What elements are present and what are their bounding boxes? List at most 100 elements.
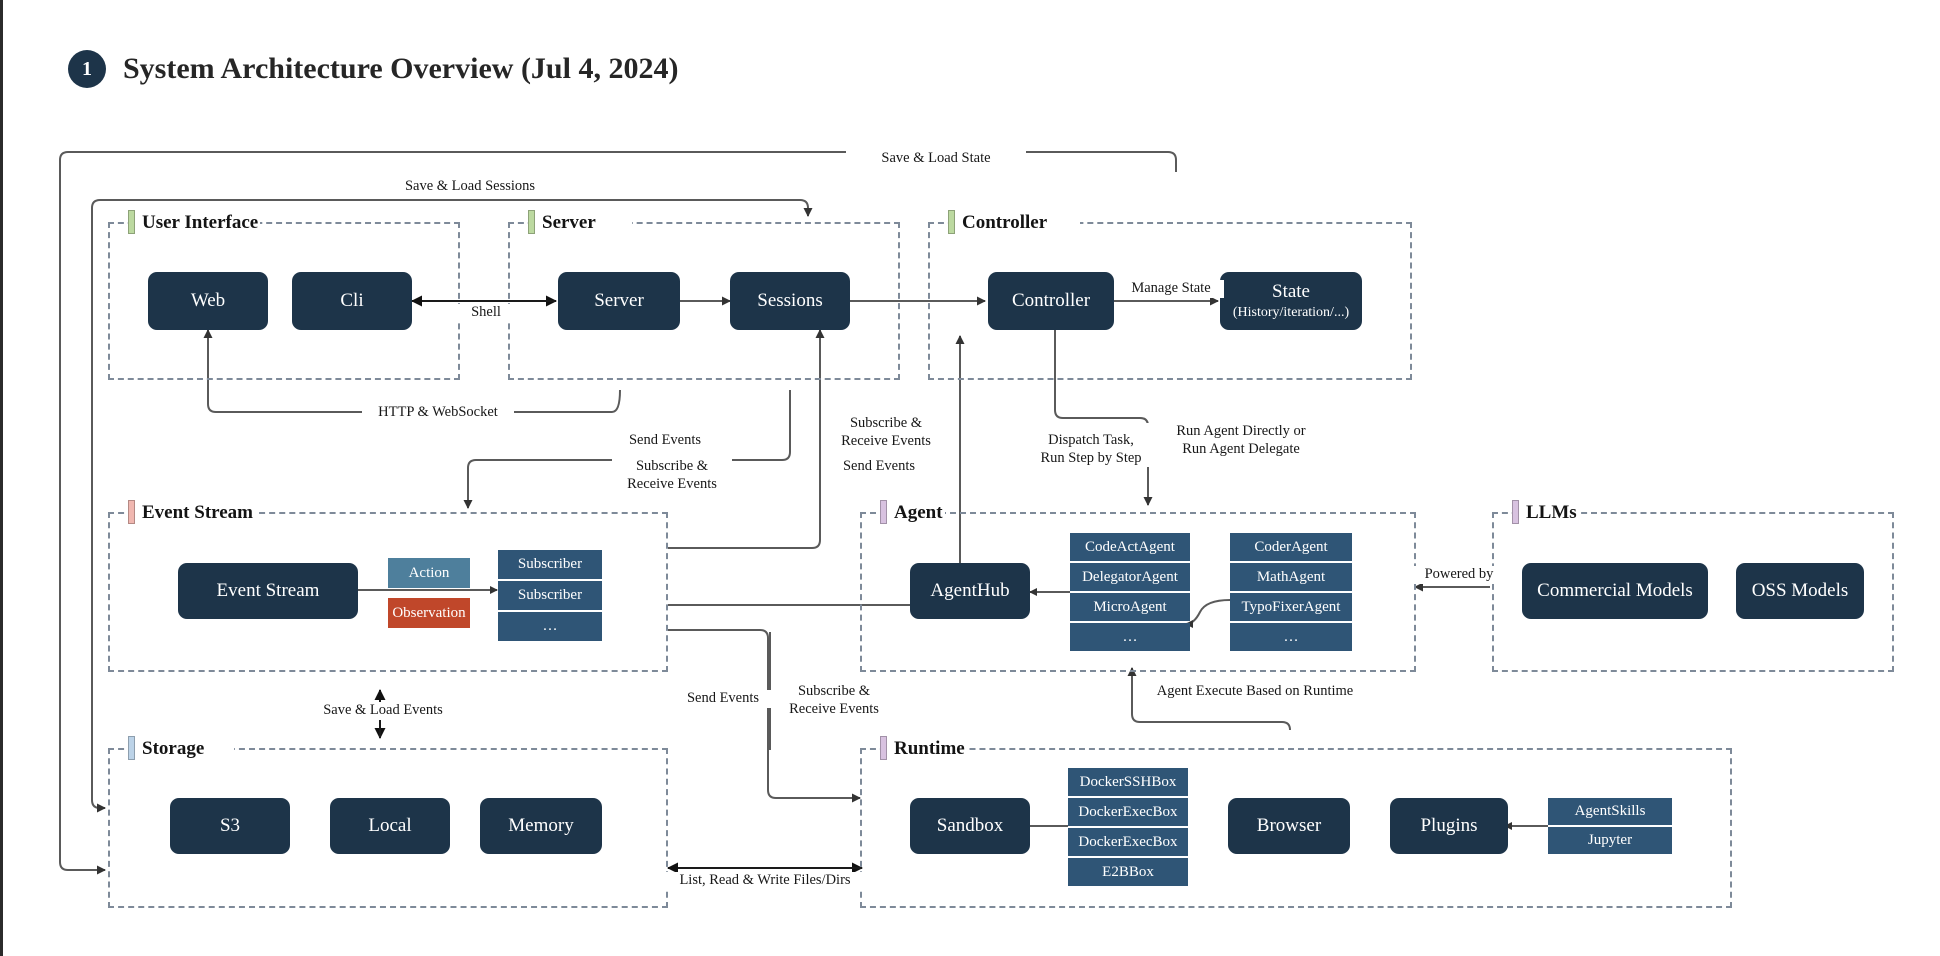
stack-item[interactable]: …: [498, 612, 602, 641]
edge-label-http-websocket: HTTP & WebSocket: [362, 404, 514, 422]
edge-label-subscribe-receive-3: Subscribe & Receive Events: [774, 683, 894, 719]
chip-label: Action: [408, 564, 450, 581]
group-event-stream: Event Stream: [108, 498, 668, 672]
group-label-controller: Controller: [948, 208, 1080, 236]
stack-item[interactable]: AgentSkills: [1548, 798, 1672, 825]
group-marker-icon: [128, 500, 135, 524]
group-marker-icon: [880, 736, 887, 760]
group-label-storage: Storage: [128, 734, 234, 762]
node-label: Local: [368, 815, 412, 837]
stack-plugin-items: AgentSkills Jupyter: [1548, 798, 1672, 854]
group-label-user-interface: User Interface: [128, 208, 261, 236]
group-marker-icon: [128, 736, 135, 760]
group-marker-icon: [948, 210, 955, 234]
edge-label-subscribe-receive-1: Subscribe & Receive Events: [612, 458, 732, 494]
edge-label-list-read-write: List, Read & Write Files/Dirs: [660, 872, 870, 890]
node-label: Commercial Models: [1537, 580, 1693, 602]
node-browser[interactable]: Browser: [1228, 798, 1350, 854]
group-marker-icon: [128, 210, 135, 234]
node-memory[interactable]: Memory: [480, 798, 602, 854]
group-title: User Interface: [142, 211, 259, 233]
group-label-runtime: Runtime: [880, 734, 967, 762]
stack-item[interactable]: CodeActAgent: [1070, 533, 1190, 561]
node-oss-models[interactable]: OSS Models: [1736, 563, 1864, 619]
stack-item[interactable]: MathAgent: [1230, 563, 1352, 591]
stack-item[interactable]: TypoFixerAgent: [1230, 593, 1352, 621]
stack-sandboxes: DockerSSHBox DockerExecBox DockerExecBox…: [1068, 768, 1188, 886]
group-title: Runtime: [894, 737, 965, 759]
group-user-interface: User Interface: [108, 208, 460, 380]
group-marker-icon: [880, 500, 887, 524]
group-runtime: Runtime: [860, 734, 1732, 908]
slide-number-badge: 1: [68, 50, 106, 88]
edge-label-save-load-state: Save & Load State: [846, 150, 1026, 168]
edge-label-save-load-events: Save & Load Events: [298, 702, 468, 720]
node-label: Web: [190, 290, 226, 312]
stack-item[interactable]: DockerExecBox: [1068, 798, 1188, 826]
stack-item[interactable]: DockerSSHBox: [1068, 768, 1188, 796]
stack-item[interactable]: Jupyter: [1548, 827, 1672, 854]
page-left-rule: [0, 0, 3, 956]
group-server: Server: [508, 208, 900, 380]
group-title: Server: [542, 211, 596, 233]
stack-item[interactable]: DelegatorAgent: [1070, 563, 1190, 591]
node-local[interactable]: Local: [330, 798, 450, 854]
node-label: AgentHub: [930, 580, 1010, 602]
group-agent: Agent: [860, 498, 1416, 672]
group-marker-icon: [1512, 500, 1519, 524]
node-label: S3: [219, 815, 241, 837]
stack-item[interactable]: CoderAgent: [1230, 533, 1352, 561]
node-server[interactable]: Server: [558, 272, 680, 330]
node-label: Sandbox: [936, 815, 1004, 837]
edge-label-subscribe-receive-2: Subscribe & Receive Events: [826, 415, 946, 451]
node-sandbox[interactable]: Sandbox: [910, 798, 1030, 854]
stack-item[interactable]: E2BBox: [1068, 858, 1188, 886]
node-state[interactable]: State (History/iteration/...): [1220, 272, 1362, 330]
group-label-agent: Agent: [880, 498, 945, 526]
group-llms: LLMs: [1492, 498, 1894, 672]
edge-label-agent-execute: Agent Execute Based on Runtime: [1148, 683, 1362, 701]
node-label: Event Stream: [216, 580, 320, 602]
node-web[interactable]: Web: [148, 272, 268, 330]
node-commercial-models[interactable]: Commercial Models: [1522, 563, 1708, 619]
edge-label-run-agent: Run Agent Directly or Run Agent Delegate: [1146, 423, 1336, 459]
title-row: 1 System Architecture Overview (Jul 4, 2…: [68, 50, 678, 88]
edge-label-powered-by: Powered by: [1412, 566, 1506, 584]
group-title: Storage: [142, 737, 205, 759]
stack-item[interactable]: Subscriber: [498, 581, 602, 610]
node-label: Server: [594, 290, 644, 312]
node-plugins[interactable]: Plugins: [1390, 798, 1508, 854]
stack-agents-left: CodeActAgent DelegatorAgent MicroAgent …: [1070, 533, 1190, 651]
node-label: Sessions: [757, 290, 823, 312]
node-event-stream[interactable]: Event Stream: [178, 563, 358, 619]
group-label-server: Server: [528, 208, 632, 236]
group-title: LLMs: [1526, 501, 1577, 523]
node-label: Browser: [1256, 815, 1322, 837]
stack-item[interactable]: MicroAgent: [1070, 593, 1190, 621]
group-title: Agent: [894, 501, 943, 523]
node-sessions[interactable]: Sessions: [730, 272, 850, 330]
node-label: State: [1272, 281, 1310, 303]
chip-action: Action: [388, 558, 470, 588]
node-controller[interactable]: Controller: [988, 272, 1114, 330]
node-s3[interactable]: S3: [170, 798, 290, 854]
stack-item[interactable]: …: [1230, 623, 1352, 651]
stack-item[interactable]: DockerExecBox: [1068, 828, 1188, 856]
edge-label-dispatch-task: Dispatch Task, Run Step by Step: [1016, 432, 1166, 468]
group-storage: Storage: [108, 734, 668, 908]
edge-label-send-events-2: Send Events: [826, 458, 932, 476]
edge-label-send-events-1: Send Events: [612, 432, 718, 450]
node-label: Plugins: [1420, 815, 1478, 837]
node-label: Cli: [340, 290, 364, 312]
node-agent-hub[interactable]: AgentHub: [910, 563, 1030, 619]
stack-item[interactable]: Subscriber: [498, 550, 602, 579]
group-title: Controller: [962, 211, 1048, 233]
node-label: Memory: [508, 815, 574, 837]
node-cli[interactable]: Cli: [292, 272, 412, 330]
group-label-llms: LLMs: [1512, 498, 1579, 526]
stack-item[interactable]: …: [1070, 623, 1190, 651]
chip-observation: Observation: [388, 598, 470, 628]
group-title: Event Stream: [142, 501, 253, 523]
edge-label-manage-state: Manage State: [1118, 280, 1224, 298]
